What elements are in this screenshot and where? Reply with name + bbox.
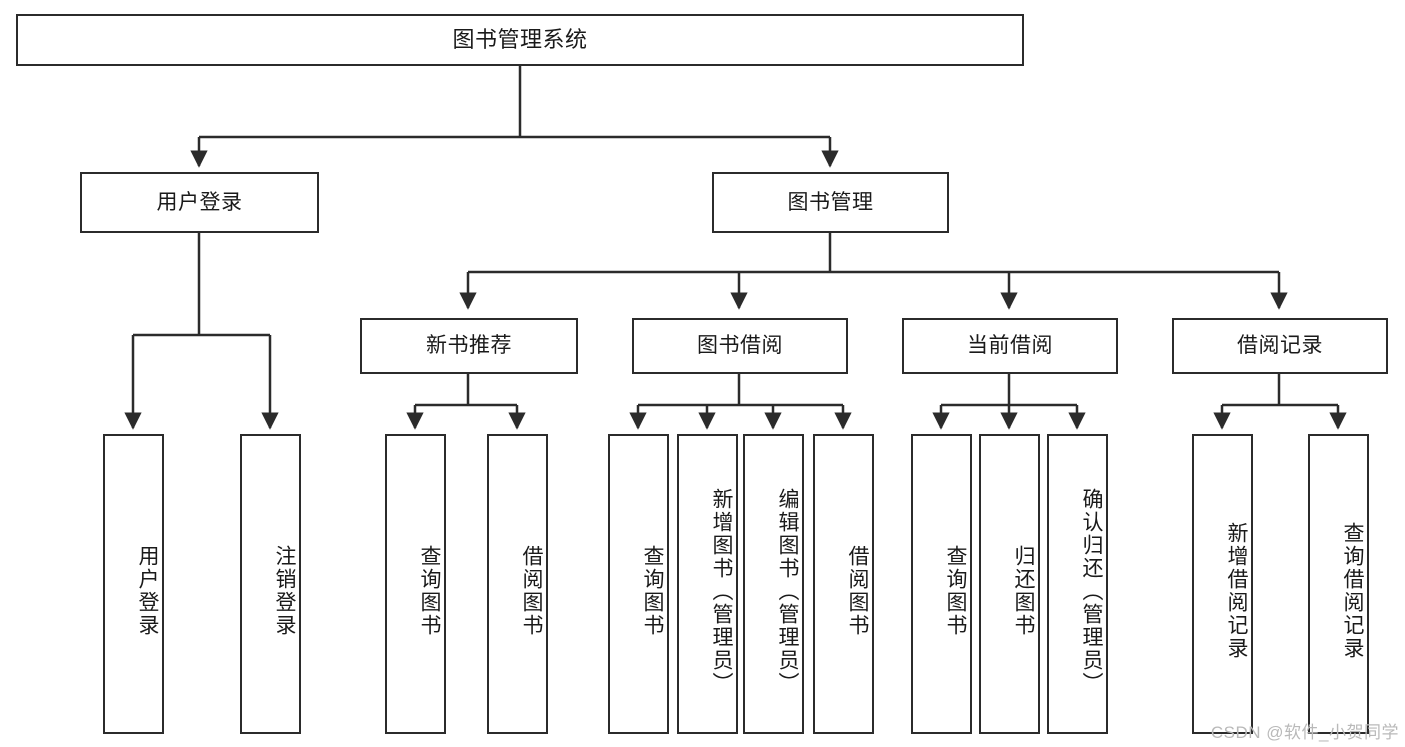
leaf-label: 查询借阅记录 (1341, 522, 1364, 660)
node-new-book-recommend[interactable]: 新书推荐 (360, 318, 578, 374)
node-book-borrow[interactable]: 图书借阅 (632, 318, 848, 374)
leaf-label: 新增图书（管理员） (710, 487, 733, 695)
leaf-nb-borrow-books[interactable]: 借阅图书 (487, 434, 548, 734)
node-user-login[interactable]: 用户登录 (80, 172, 319, 233)
leaf-label: 查询图书 (944, 545, 967, 637)
node-book-management[interactable]: 图书管理 (712, 172, 949, 233)
leaf-br-query-record[interactable]: 查询借阅记录 (1308, 434, 1369, 734)
leaf-cb-confirm-return-admin[interactable]: 确认归还（管理员） (1047, 434, 1108, 734)
leaf-label: 借阅图书 (846, 545, 869, 637)
node-root-system[interactable]: 图书管理系统 (16, 14, 1024, 66)
leaf-br-add-record[interactable]: 新增借阅记录 (1192, 434, 1253, 734)
leaf-nb-query-books[interactable]: 查询图书 (385, 434, 446, 734)
csdn-watermark: CSDN @软件_小贺同学 (1210, 723, 1399, 742)
leaf-label: 查询图书 (418, 545, 441, 637)
leaf-label: 注销登录 (273, 545, 296, 637)
leaf-bb-add-book-admin[interactable]: 新增图书（管理员） (677, 434, 738, 734)
leaf-label: 确认归还（管理员） (1080, 487, 1103, 695)
node-borrow-record[interactable]: 借阅记录 (1172, 318, 1388, 374)
leaf-label: 用户登录 (136, 545, 159, 637)
node-current-borrow[interactable]: 当前借阅 (902, 318, 1118, 374)
leaf-label: 借阅图书 (520, 545, 543, 637)
leaf-label: 新增借阅记录 (1225, 522, 1248, 660)
leaf-bb-edit-book-admin[interactable]: 编辑图书（管理员） (743, 434, 804, 734)
leaf-bb-query-books[interactable]: 查询图书 (608, 434, 669, 734)
leaf-label: 编辑图书（管理员） (776, 487, 799, 695)
leaf-label: 归还图书 (1012, 545, 1035, 637)
leaf-cb-return-books[interactable]: 归还图书 (979, 434, 1040, 734)
leaf-label: 查询图书 (641, 545, 664, 637)
leaf-logout[interactable]: 注销登录 (240, 434, 301, 734)
leaf-user-login[interactable]: 用户登录 (103, 434, 164, 734)
leaf-cb-query-books[interactable]: 查询图书 (911, 434, 972, 734)
leaf-bb-borrow-books[interactable]: 借阅图书 (813, 434, 874, 734)
